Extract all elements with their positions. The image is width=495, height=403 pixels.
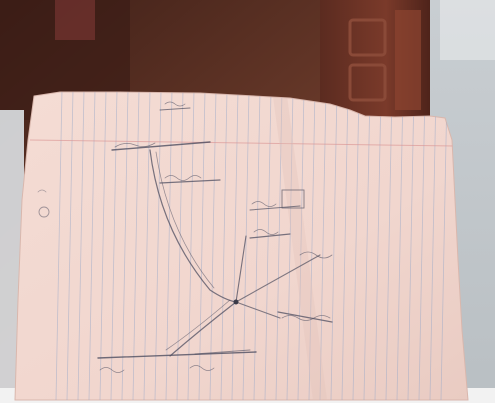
red-object	[55, 0, 95, 40]
margin-line	[29, 139, 456, 147]
door-inset-top	[348, 18, 387, 57]
page-ruling	[29, 92, 456, 400]
door-inset-bottom	[348, 63, 387, 102]
pencil-sketch	[37, 101, 333, 373]
center-node	[233, 299, 239, 305]
window-glare	[440, 0, 495, 60]
door-edge	[395, 10, 421, 110]
